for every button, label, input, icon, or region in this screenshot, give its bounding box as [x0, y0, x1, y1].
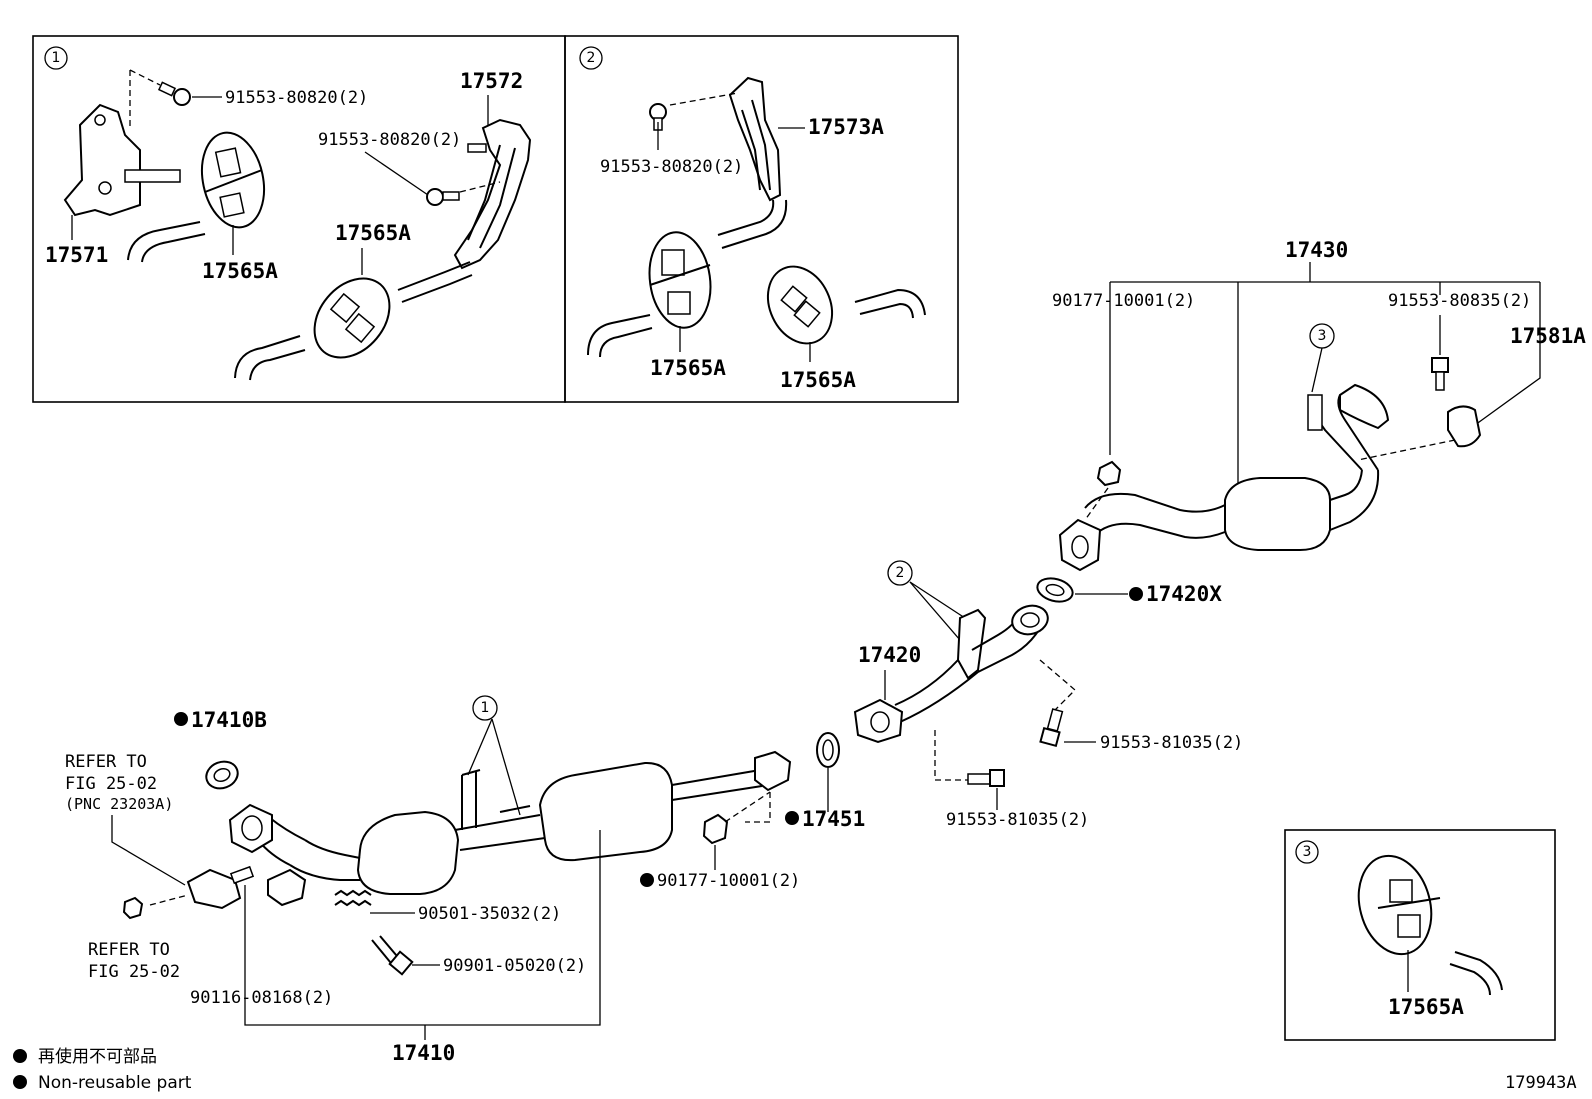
svg-text:17565A: 17565A [1388, 995, 1464, 1019]
svg-text:90116-08168(2): 90116-08168(2) [190, 988, 333, 1008]
svg-text:91553-80820(2): 91553-80820(2) [225, 88, 368, 108]
svg-text:FIG 25-02: FIG 25-02 [65, 774, 157, 794]
inset1-hanger-bracket-17571 [63, 103, 181, 217]
inset1-dash-line-b [129, 69, 161, 86]
gasket-17451 [816, 732, 840, 768]
figure-id: 179943A [1505, 1073, 1577, 1093]
callout-3-main: 3 [1309, 323, 1335, 349]
non-reusable-dot [640, 873, 654, 887]
svg-text:90177-10001(2): 90177-10001(2) [1052, 291, 1195, 311]
clamp-17581A [1447, 405, 1482, 448]
svg-text:90501-35032(2): 90501-35032(2) [418, 904, 561, 924]
callout-2-inset: 2 [579, 46, 603, 70]
svg-text:91553-80820(2): 91553-80820(2) [318, 130, 461, 150]
svg-text:17573A: 17573A [808, 115, 884, 139]
svg-text:17420X: 17420X [1146, 582, 1222, 606]
center-pipe-assembly [853, 604, 1049, 744]
svg-text:17565A: 17565A [202, 259, 278, 283]
inset1-cushion-a [201, 131, 265, 229]
svg-text:(PNC 23203A): (PNC 23203A) [65, 795, 173, 813]
svg-text:2: 2 [896, 565, 905, 581]
svg-text:17571: 17571 [45, 243, 108, 267]
spring-90501 [334, 889, 372, 907]
callout-3-inset: 3 [1295, 840, 1319, 864]
svg-text:3: 3 [1303, 844, 1312, 860]
svg-text:90177-10001(2): 90177-10001(2) [657, 871, 800, 891]
heat-insulator-bracket [186, 868, 242, 910]
svg-text:17581A: 17581A [1510, 324, 1586, 348]
svg-text:17430: 17430 [1285, 238, 1348, 262]
inset1-cushion-b [313, 277, 391, 359]
tail-pipe-assembly [1058, 383, 1390, 572]
non-reusable-dot [174, 712, 188, 726]
svg-text:91553-81035(2): 91553-81035(2) [946, 810, 1089, 830]
svg-text:1: 1 [481, 700, 490, 716]
svg-text:FIG 25-02: FIG 25-02 [88, 962, 180, 982]
inset1-bolt-b [426, 188, 460, 206]
non-reusable-dot [1129, 587, 1143, 601]
inset3-cushion [1357, 854, 1441, 956]
svg-text:2: 2 [587, 50, 596, 66]
legend: 再使用不可部品 Non-reusable part [13, 1046, 192, 1093]
svg-text:17410: 17410 [392, 1041, 455, 1065]
gasket-17410B [205, 760, 239, 790]
svg-text:17410B: 17410B [191, 708, 267, 732]
inset2-bracket-17573A [728, 76, 782, 202]
inset-box-3 [1284, 829, 1556, 1041]
callout-1-inset: 1 [44, 46, 68, 70]
svg-text:91553-81035(2): 91553-81035(2) [1100, 733, 1243, 753]
svg-text:REFER TO: REFER TO [88, 940, 170, 960]
inset2-cushion-a [648, 231, 712, 329]
svg-text:90901-05020(2): 90901-05020(2) [443, 956, 586, 976]
svg-text:17565A: 17565A [335, 221, 411, 245]
bolt-center-b [967, 769, 1005, 787]
svg-text:17420: 17420 [858, 643, 921, 667]
gasket-17420X [1036, 577, 1074, 603]
callout-2-main: 2 [887, 560, 913, 586]
bolt-90901 [371, 935, 414, 976]
stud-90116 [229, 865, 255, 885]
nut-front [702, 813, 729, 845]
svg-text:17565A: 17565A [780, 368, 856, 392]
inset1-bracket-17572 [453, 118, 532, 270]
svg-text:Non-reusable part: Non-reusable part [38, 1073, 192, 1093]
svg-text:91553-80835(2): 91553-80835(2) [1388, 291, 1531, 311]
svg-text:1: 1 [52, 50, 61, 66]
callout-1-main: 1 [472, 695, 498, 721]
non-reusable-dot [785, 811, 799, 825]
svg-text:3: 3 [1318, 328, 1327, 344]
refer-nut [122, 896, 144, 920]
svg-text:17572: 17572 [460, 69, 523, 93]
front-pipe-assembly [228, 750, 792, 907]
inset-box-2 [564, 35, 959, 403]
svg-text:91553-80820(2): 91553-80820(2) [600, 157, 743, 177]
inset1-bolt-a [157, 81, 191, 106]
svg-text:REFER TO: REFER TO [65, 752, 147, 772]
bolt-tail [1431, 357, 1449, 391]
inset2-cushion-b [766, 265, 834, 345]
svg-text:再使用不可部品: 再使用不可部品 [38, 1046, 157, 1067]
svg-text:17451: 17451 [802, 807, 865, 831]
svg-text:17565A: 17565A [650, 356, 726, 380]
nut-tail [1096, 460, 1122, 487]
bolt-center-a [1039, 708, 1064, 748]
